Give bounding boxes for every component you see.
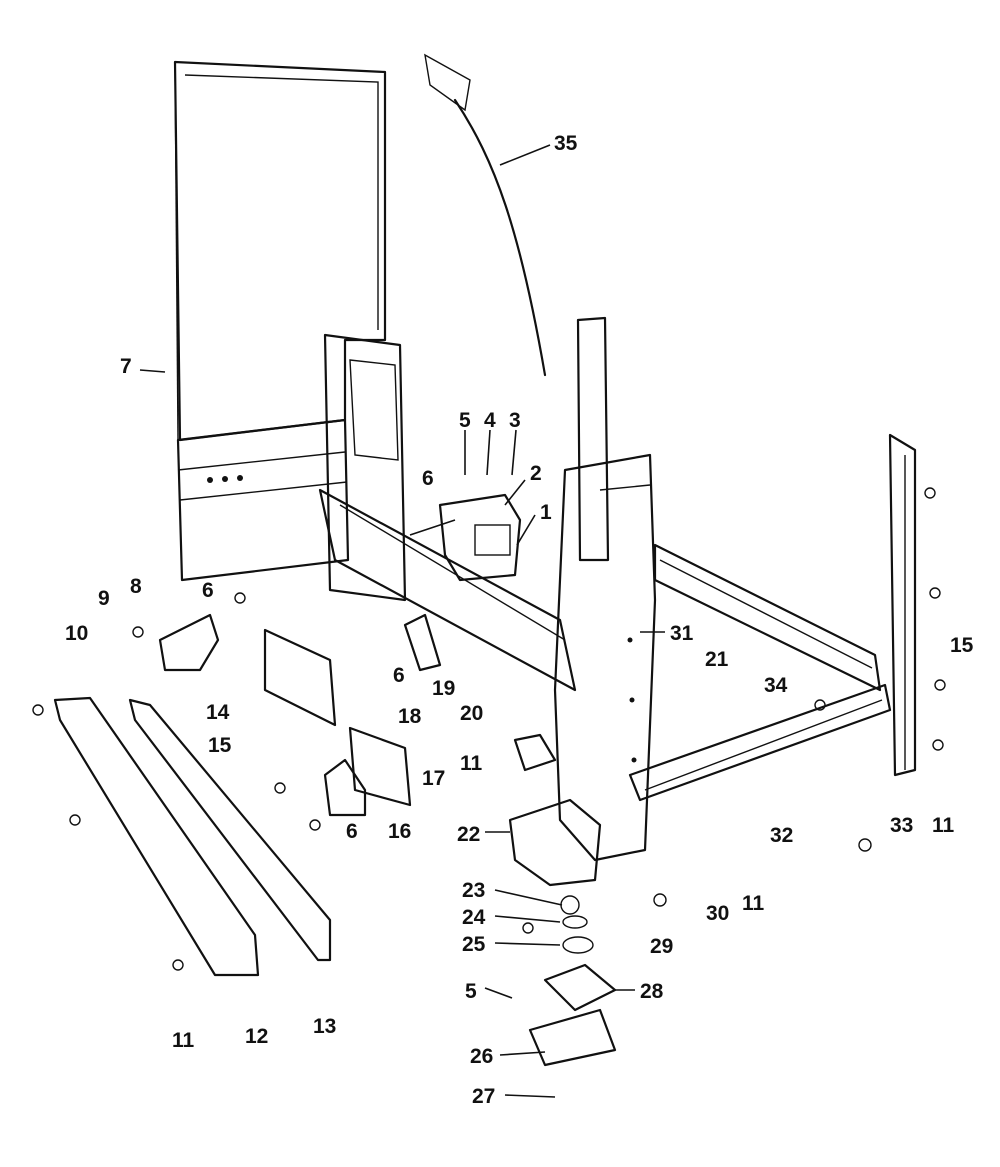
left-upright-bracket xyxy=(323,333,407,602)
label-part-26: 26 xyxy=(470,1045,493,1068)
label-part-19: 19 xyxy=(432,677,455,700)
label-part-6-top: 6 xyxy=(422,467,434,490)
label-part-6-left: 6 xyxy=(202,579,214,602)
leader-lines xyxy=(139,144,665,1098)
part-number-labels: 1 2 3 4 5 5 6 6 6 6 7 8 9 10 11 11 11 11… xyxy=(65,132,974,1108)
screws xyxy=(32,487,946,971)
frame-part-31 xyxy=(553,316,657,862)
label-part-29: 29 xyxy=(650,935,673,958)
label-part-2: 2 xyxy=(530,462,542,485)
label-part-11-mid: 11 xyxy=(460,752,483,775)
cross-beam xyxy=(318,488,577,692)
label-part-27: 27 xyxy=(472,1085,495,1108)
label-part-28: 28 xyxy=(640,980,664,1003)
label-part-8: 8 xyxy=(130,575,142,598)
label-part-5-top: 5 xyxy=(459,409,471,432)
valve-part-8 xyxy=(158,613,220,672)
label-part-16: 16 xyxy=(388,820,411,843)
label-part-1: 1 xyxy=(540,501,552,524)
power-cord-part-35 xyxy=(424,53,547,377)
label-part-12: 12 xyxy=(245,1025,268,1048)
label-part-31: 31 xyxy=(670,622,694,645)
label-part-15-left: 15 xyxy=(208,734,232,757)
label-part-9: 9 xyxy=(98,587,110,610)
side-panel-part-7 xyxy=(173,60,387,582)
label-part-18: 18 xyxy=(398,705,422,728)
label-part-3: 3 xyxy=(509,409,521,432)
rail-parts-12-13 xyxy=(53,696,332,977)
label-part-25: 25 xyxy=(462,933,486,956)
label-part-23: 23 xyxy=(462,879,485,902)
label-part-30: 30 xyxy=(706,902,729,925)
label-part-22: 22 xyxy=(457,823,480,846)
label-part-10: 10 xyxy=(65,622,88,645)
label-part-21: 21 xyxy=(705,648,729,671)
bracket-parts-1-2 xyxy=(438,493,522,582)
label-part-6-mid: 6 xyxy=(393,664,405,687)
angle-part-32 xyxy=(628,683,892,802)
label-part-5-bottom: 5 xyxy=(465,980,477,1003)
label-part-14: 14 xyxy=(206,701,230,724)
label-part-11-left: 11 xyxy=(172,1029,195,1052)
label-part-11-bottom-right: 11 xyxy=(742,892,765,915)
label-part-24: 24 xyxy=(462,906,486,929)
label-part-11-right: 11 xyxy=(932,814,955,837)
label-part-4: 4 xyxy=(484,409,496,432)
label-part-34: 34 xyxy=(764,674,788,697)
label-part-33: 33 xyxy=(890,814,913,837)
label-part-32: 32 xyxy=(770,824,793,847)
rail-part-33 xyxy=(888,433,917,777)
label-part-15-right: 15 xyxy=(950,634,974,657)
small-parts xyxy=(263,613,557,817)
label-part-6-bottom: 6 xyxy=(346,820,358,843)
label-part-7: 7 xyxy=(120,355,132,378)
label-part-20: 20 xyxy=(460,702,483,725)
label-part-13: 13 xyxy=(313,1015,336,1038)
rail-part-21 xyxy=(653,543,882,692)
label-part-35: 35 xyxy=(554,132,578,155)
label-part-17: 17 xyxy=(422,767,445,790)
